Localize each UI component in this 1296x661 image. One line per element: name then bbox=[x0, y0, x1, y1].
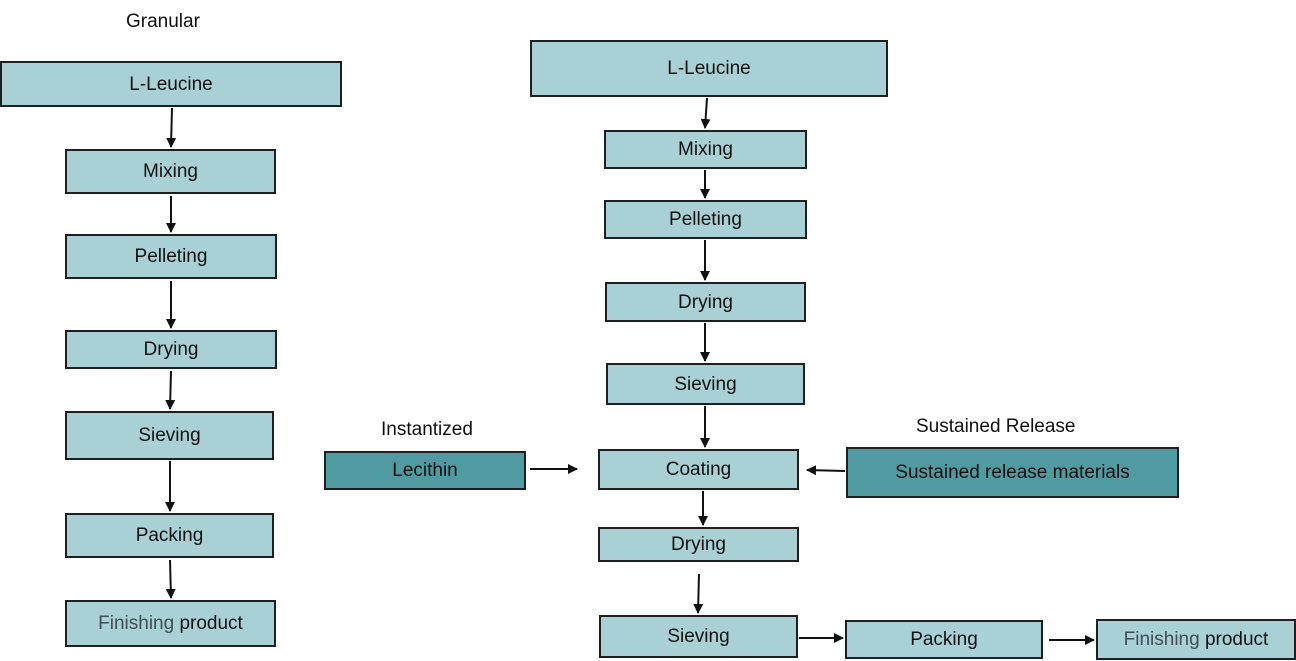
granular-sieving-label: Sieving bbox=[138, 425, 201, 446]
coated-finishing-product-box: Finishing product bbox=[1096, 619, 1296, 660]
arrow-granular-drying-to-sieving bbox=[165, 370, 176, 410]
granular-drying-box: Drying bbox=[65, 330, 277, 369]
coated-packing-label: Packing bbox=[910, 629, 978, 650]
arrow-sustained-materials-to-coating bbox=[806, 465, 846, 476]
coated-leucine-label: L-Leucine bbox=[667, 58, 751, 79]
coated-finishing-word: Finishing bbox=[1123, 629, 1200, 650]
coated-packing-box: Packing bbox=[845, 620, 1043, 659]
lecithin-label: Lecithin bbox=[392, 460, 458, 481]
granular-finishing-word: Finishing bbox=[98, 613, 175, 634]
granular-finishing-label: Finishing product bbox=[98, 614, 243, 633]
coating-box: Coating bbox=[598, 449, 799, 490]
coated-pelleting-box: Pelleting bbox=[604, 200, 807, 239]
lecithin-box: Lecithin bbox=[324, 451, 526, 490]
granular-packing-label: Packing bbox=[135, 525, 204, 546]
granular-leucine-label: L-Leucine bbox=[129, 73, 213, 95]
granular-heading: Granular bbox=[126, 11, 200, 32]
coated-sieving-box-2: Sieving bbox=[599, 615, 798, 658]
coated-finishing-label: Finishing product bbox=[1124, 630, 1269, 649]
granular-sieving-box: Sieving bbox=[65, 411, 274, 460]
sustained-release-materials-label: Sustained release materials bbox=[895, 462, 1130, 483]
granular-finishing-product-box: Finishing product bbox=[65, 600, 276, 647]
coated-sieving-label-2: Sieving bbox=[667, 626, 730, 647]
granular-finishing-rest: product bbox=[174, 613, 243, 634]
arrow-granular-packing-to-finishing bbox=[165, 559, 176, 599]
granular-pelleting-label: Pelleting bbox=[134, 246, 208, 267]
coated-finishing-rest: product bbox=[1199, 629, 1269, 650]
arrow-granular-leucine-to-mixing bbox=[166, 107, 177, 148]
granular-mixing-label: Mixing bbox=[143, 161, 198, 182]
coated-drying-label-1: Drying bbox=[678, 291, 733, 313]
coated-mixing-box: Mixing bbox=[604, 130, 807, 169]
arrow-coated-leucine-to-mixing bbox=[700, 97, 711, 129]
arrow-coated-drying-to-sieving-2 bbox=[693, 573, 704, 614]
granular-drying-label: Drying bbox=[143, 339, 199, 360]
granular-packing-box: Packing bbox=[65, 513, 274, 558]
sustained-release-materials-box: Sustained release materials bbox=[846, 447, 1179, 498]
coated-pelleting-label: Pelleting bbox=[669, 209, 742, 230]
sustained-release-heading: Sustained Release bbox=[916, 416, 1076, 437]
instantized-heading: Instantized bbox=[381, 419, 473, 440]
coated-drying-box-1: Drying bbox=[605, 282, 806, 322]
coated-drying-label-2: Drying bbox=[671, 534, 726, 555]
coated-sieving-label-1: Sieving bbox=[674, 373, 737, 395]
granular-leucine-box: L-Leucine bbox=[0, 61, 342, 107]
coated-leucine-box: L-Leucine bbox=[530, 40, 888, 97]
coating-label: Coating bbox=[665, 459, 732, 480]
granular-mixing-box: Mixing bbox=[65, 149, 276, 194]
granular-pelleting-box: Pelleting bbox=[65, 234, 277, 279]
coated-drying-box-2: Drying bbox=[598, 527, 799, 562]
coated-sieving-box-1: Sieving bbox=[606, 363, 805, 405]
coated-mixing-label: Mixing bbox=[678, 139, 733, 160]
